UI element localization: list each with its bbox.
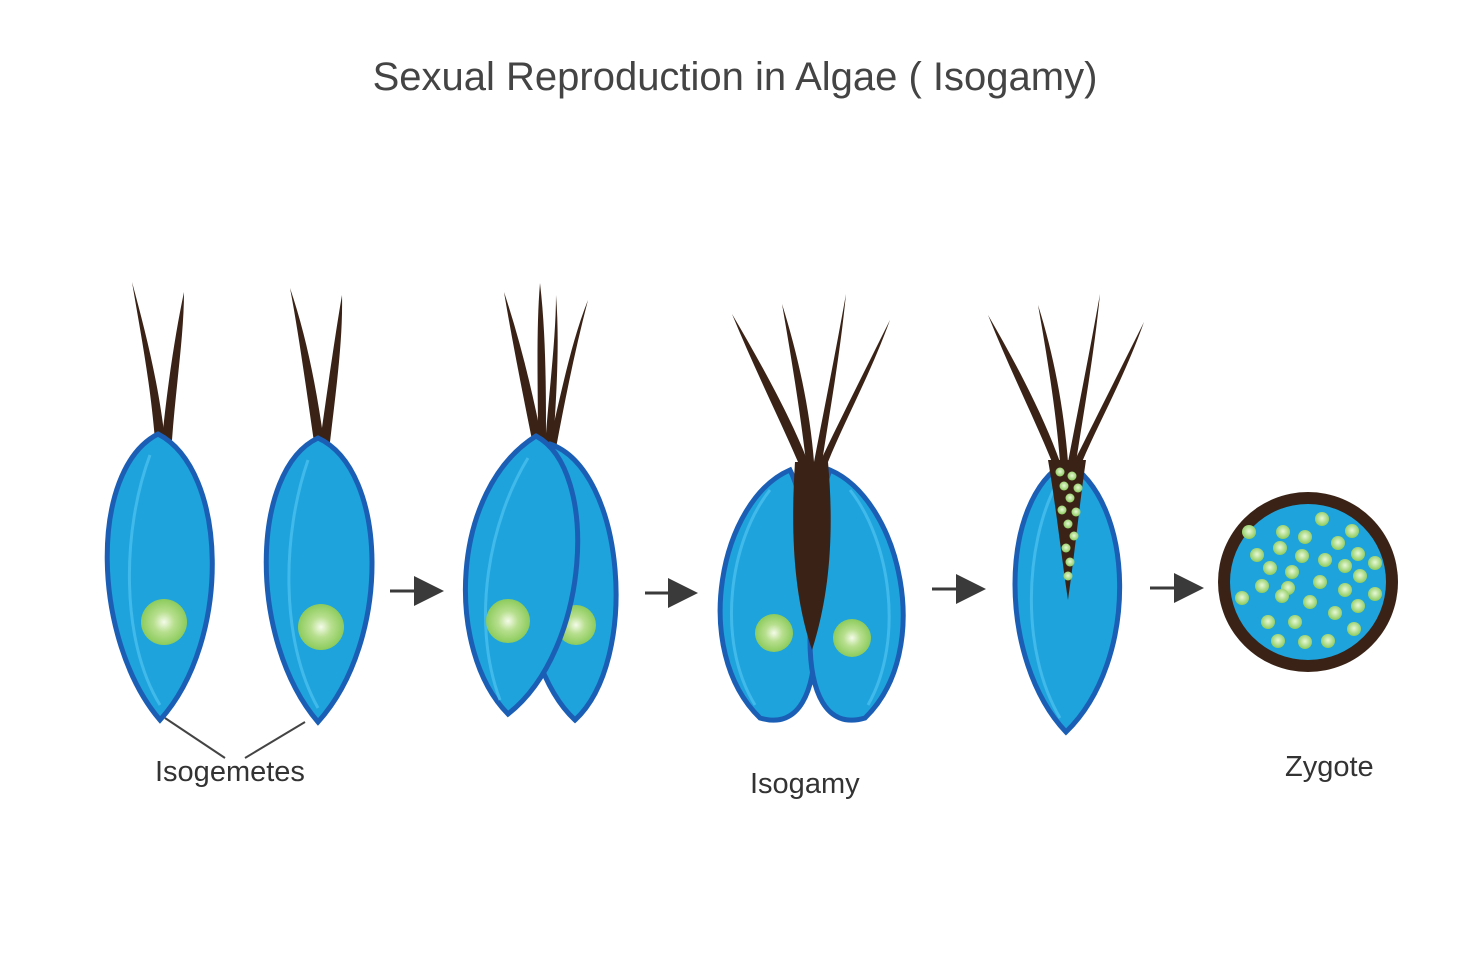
gametes-pairing <box>463 283 619 724</box>
flagellum <box>1038 305 1068 462</box>
isogamete-left <box>104 282 215 724</box>
zygote-granules <box>1235 512 1382 649</box>
flagellum <box>132 282 165 440</box>
fused-cell <box>988 294 1144 736</box>
label-pointer-line <box>244 721 306 759</box>
cell-body <box>104 431 215 724</box>
label-isogamy: Isogamy <box>750 768 860 800</box>
flagellum <box>820 320 890 462</box>
cell-body <box>263 435 375 726</box>
nucleus <box>141 599 187 645</box>
label-pointer-line <box>164 717 226 759</box>
label-zygote: Zygote <box>1285 751 1374 783</box>
nuclear-granules <box>1055 467 1083 581</box>
zygote <box>1218 492 1398 672</box>
flagellum <box>162 292 184 440</box>
cell-body <box>463 433 581 718</box>
flagellum <box>548 300 588 448</box>
flagellum <box>814 294 846 462</box>
label-isogametes: Isogemetes <box>155 756 305 788</box>
flagellum <box>504 292 542 440</box>
flagellum <box>545 295 558 448</box>
flagellum <box>320 295 343 442</box>
gametes-fusing <box>717 294 906 723</box>
flagellum <box>782 304 814 462</box>
nucleus <box>755 614 793 652</box>
flagellum <box>732 314 808 462</box>
flagellum <box>537 283 546 440</box>
nucleus <box>486 599 530 643</box>
nucleus <box>833 619 871 657</box>
cell-highlight <box>1029 484 1062 719</box>
flagellum <box>988 315 1060 462</box>
fusion-cytoplasm <box>793 462 831 650</box>
nucleus <box>298 604 344 650</box>
diagram-title: Sexual Reproduction in Algae ( Isogamy) <box>372 55 1098 99</box>
cell-highlight <box>287 459 320 709</box>
cell-highlight <box>848 489 891 706</box>
fusion-cytoplasm <box>1048 460 1086 600</box>
flagellum <box>1074 322 1144 462</box>
flagellum <box>290 288 324 442</box>
isogamete-right <box>263 288 375 726</box>
cell-highlight <box>484 457 530 701</box>
cell-body <box>1012 459 1123 736</box>
flagellum <box>1068 294 1100 462</box>
cell-highlight <box>127 454 162 706</box>
cell-highlight <box>730 489 772 706</box>
